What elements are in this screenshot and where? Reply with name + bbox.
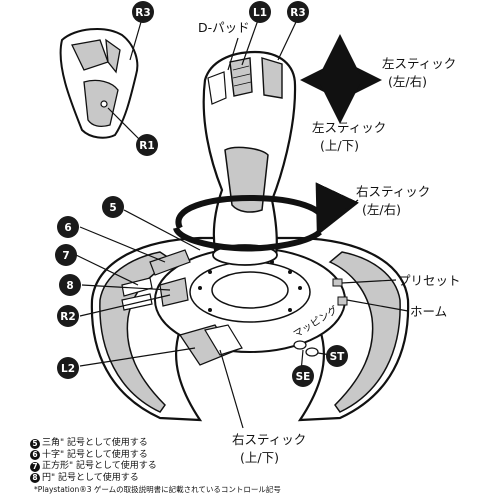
legend-text: 三角" 記号として使用する (42, 438, 148, 448)
rotation-arrow (173, 182, 359, 252)
leader-lines (75, 19, 409, 429)
svg-text:L2: L2 (61, 363, 75, 375)
left-wing-panel (99, 251, 177, 413)
svg-text:R3: R3 (290, 7, 305, 19)
right-stick-lr-label: 右スティック (356, 184, 430, 199)
svg-text:R2: R2 (60, 311, 75, 323)
legend-row: 6 十字" 記号として使用する (30, 450, 290, 462)
legend-text: 十字" 記号として使用する (42, 449, 148, 460)
badge-r1: R1 (136, 134, 158, 156)
legend-number-badge: 6 (30, 450, 40, 461)
joystick-base (90, 236, 410, 422)
badge-l2: L2 (57, 357, 79, 379)
home-label: ホーム (410, 304, 447, 319)
badge-5: 5 (102, 196, 124, 218)
svg-text:8: 8 (66, 280, 73, 292)
right-stick-ud-label: 右スティック (232, 432, 306, 447)
badge-r3-inset: R3 (132, 1, 154, 23)
svg-text:R1: R1 (139, 140, 154, 152)
right-stick-ud-sub: (上/下) (240, 450, 279, 465)
badge-r2: R2 (57, 305, 79, 327)
legend-number-badge: 7 (30, 461, 40, 472)
legend-row: 5 三角" 記号として使用する (30, 438, 290, 450)
svg-text:6: 6 (64, 222, 71, 234)
svg-text:SE: SE (296, 371, 311, 383)
preset-label: プリセット (398, 273, 461, 288)
badge-l1: L1 (249, 1, 271, 23)
badge-st: ST (326, 345, 348, 367)
right-wing-panel (328, 251, 401, 413)
dpad-label: D-パッド (198, 20, 250, 35)
legend: 5 三角" 記号として使用する 6 十字" 記号として使用する 7 正方形" 記… (30, 438, 290, 496)
left-stick-lr-label: 左スティック (382, 56, 456, 71)
legend-number-badge: 5 (30, 438, 40, 449)
svg-text:L1: L1 (253, 7, 267, 19)
svg-text:7: 7 (62, 250, 69, 262)
stick-back-inset (59, 28, 139, 139)
legend-text: 円" 記号として使用する (42, 472, 139, 483)
legend-footnote: *Playstation®3 ゲームの取扱説明書に記載されているコントロール記号 (34, 485, 281, 494)
left-stick-lr-sub: (左/右) (388, 74, 427, 89)
badge-7: 7 (55, 244, 77, 266)
legend-number-badge: 8 (30, 473, 40, 484)
legend-row: 7 正方形" 記号として使用する (30, 461, 290, 473)
badge-6: 6 (57, 216, 79, 238)
legend-row: 8 円" 記号として使用する (30, 473, 290, 485)
dpad-direction-cross (300, 34, 382, 124)
svg-text:R3: R3 (135, 7, 150, 19)
badge-r3-stick: R3 (287, 1, 309, 23)
badge-8: 8 (59, 274, 81, 296)
left-stick-ud-label: 左スティック (312, 120, 386, 135)
right-stick-lr-sub: (左/右) (362, 202, 401, 217)
svg-text:5: 5 (109, 202, 116, 214)
left-stick-ud-sub: (上/下) (320, 138, 359, 153)
badge-se: SE (292, 365, 314, 387)
legend-text: 正方形" 記号として使用する (42, 461, 157, 471)
joystick-stick (202, 50, 297, 266)
svg-text:ST: ST (330, 351, 346, 363)
